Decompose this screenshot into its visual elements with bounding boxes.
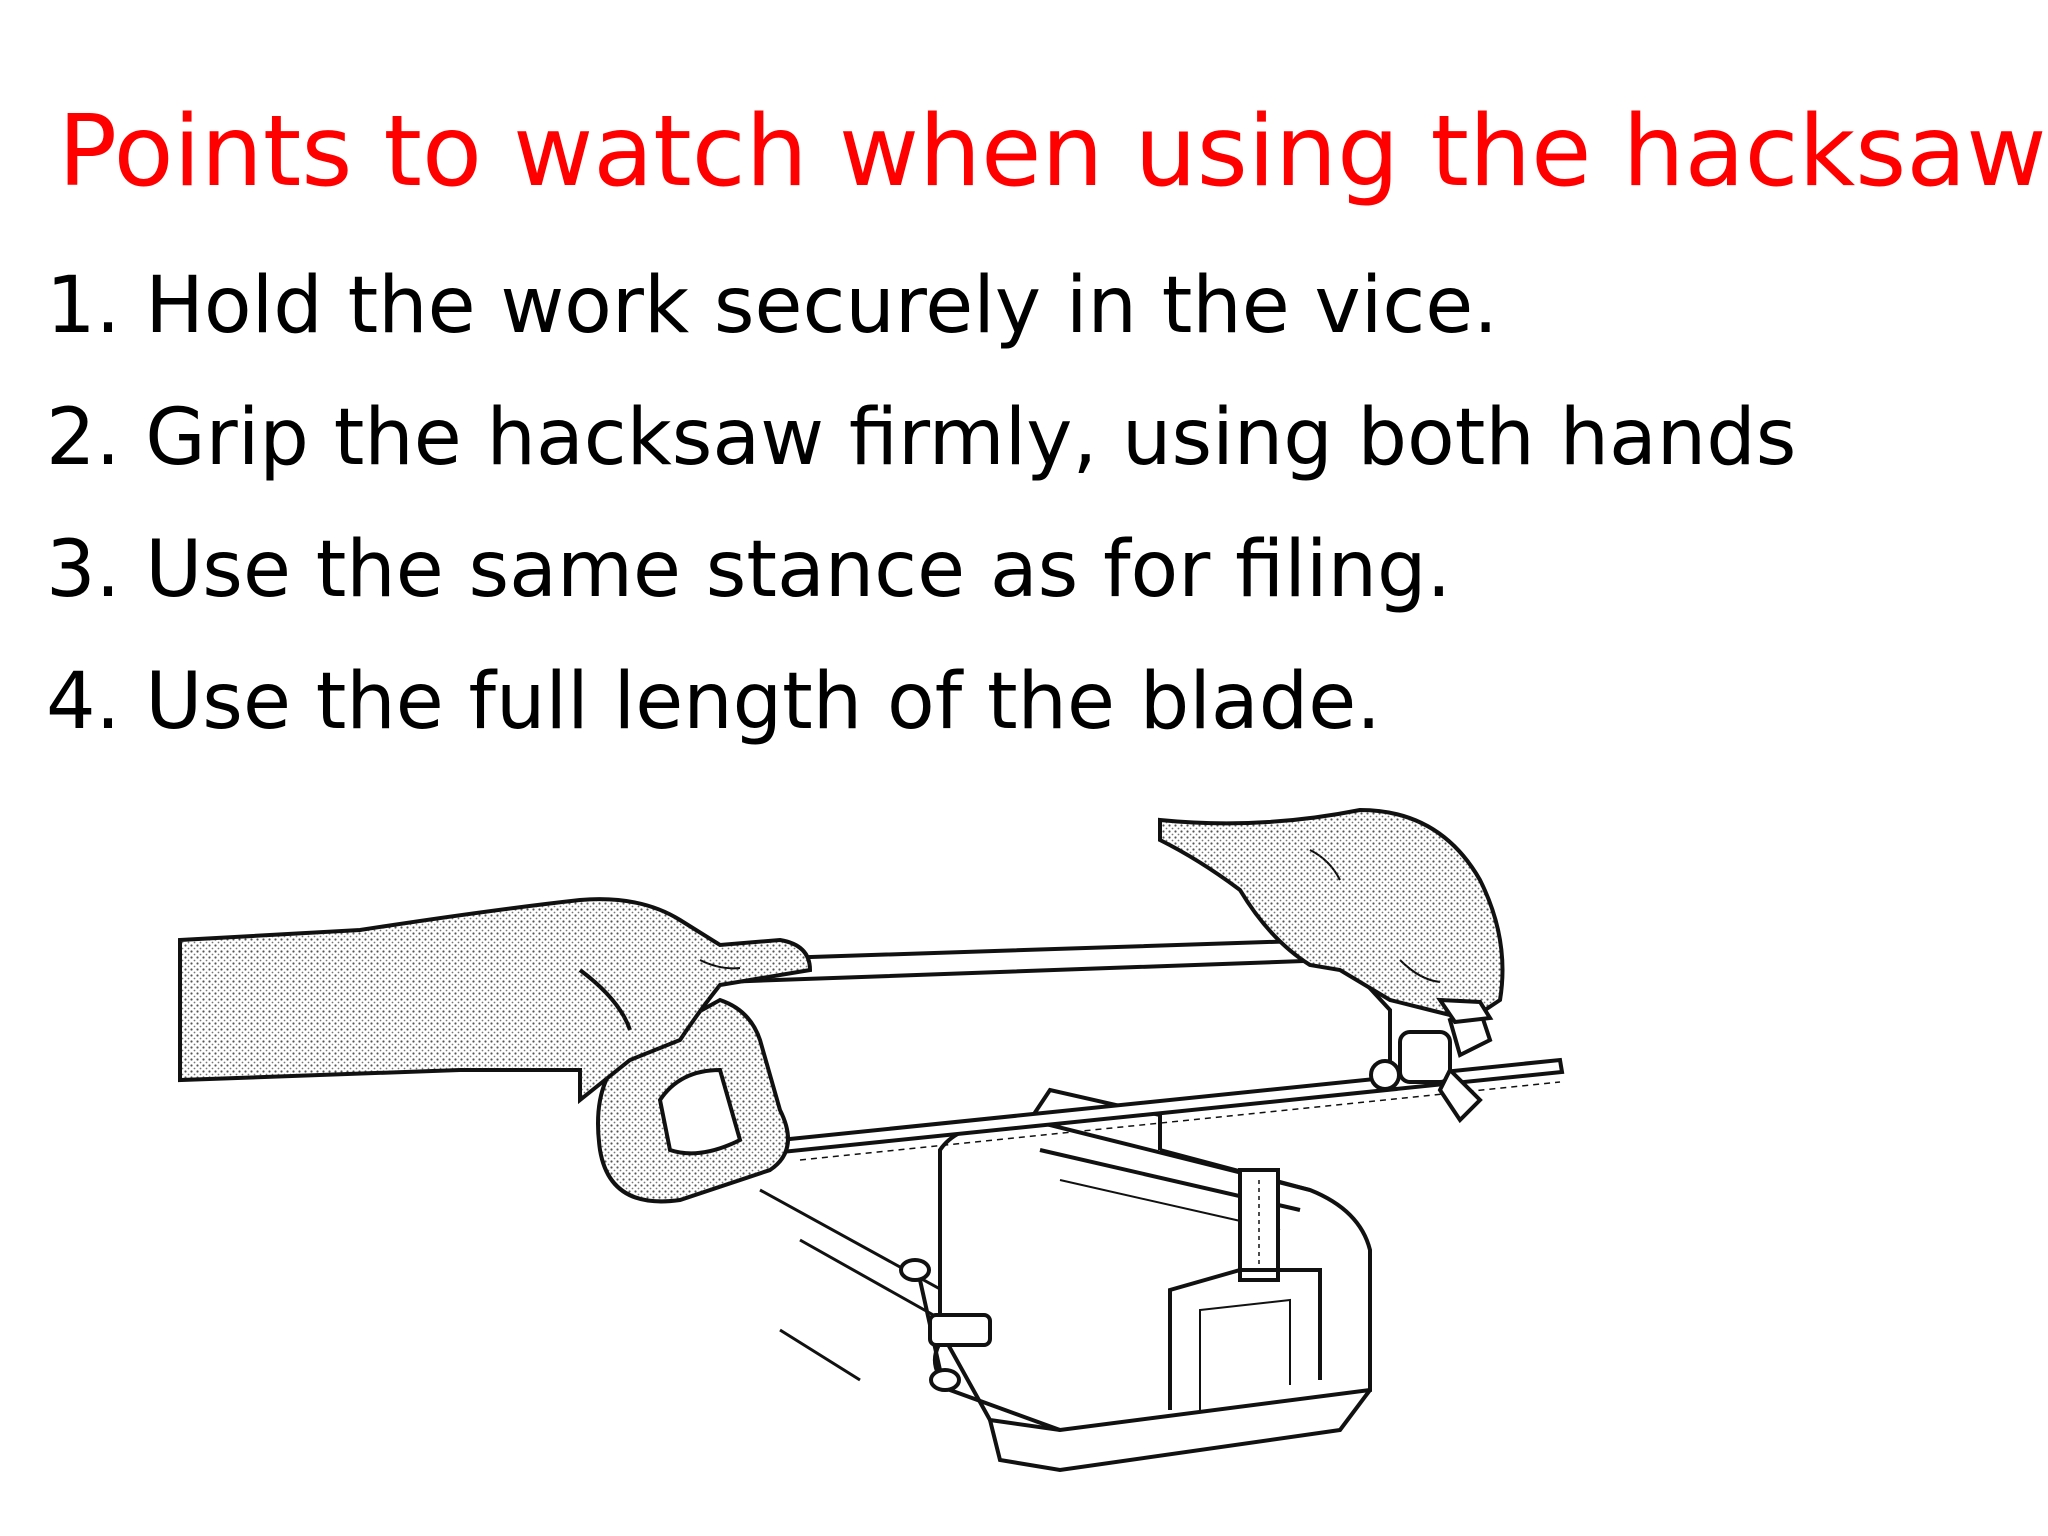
- points-list: 1. Hold the work securely in the vice. 2…: [46, 240, 1796, 768]
- left-arm: [178, 897, 813, 1105]
- point-item-3: 3. Use the same stance as for filing.: [46, 525, 1452, 615]
- hacksaw-illustration: [178, 807, 1565, 1473]
- bench-vice: [933, 1087, 1372, 1473]
- point-item-1: 1. Hold the work securely in the vice.: [46, 261, 1499, 351]
- hacksaw-frame: [596, 937, 1565, 1204]
- slide-title: Points to watch when using the hacksaw: [58, 95, 2047, 209]
- point-item-4: 4. Use the full length of the blade.: [46, 657, 1382, 747]
- right-arm: [1158, 807, 1505, 1025]
- point-item-2: 2. Grip the hacksaw firmly, using both h…: [46, 393, 1797, 483]
- vice-handle: [899, 1258, 992, 1392]
